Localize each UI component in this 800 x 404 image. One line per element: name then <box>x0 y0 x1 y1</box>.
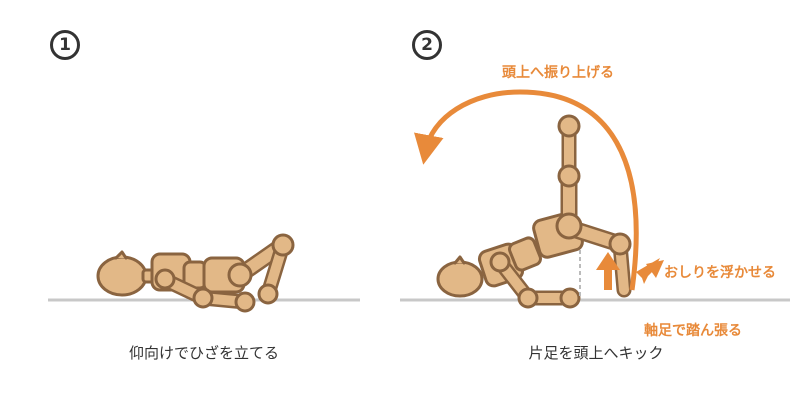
lift-hips-label: おしりを浮かせる <box>664 265 776 281</box>
figure-kick-overhead <box>436 114 632 309</box>
brace-support-leg-label: 軸足で踏ん張る <box>644 323 742 339</box>
knee-joint <box>271 233 295 257</box>
foot <box>257 283 279 305</box>
kick-foot <box>557 114 581 138</box>
head <box>96 255 148 297</box>
hip-lift-arrow <box>596 252 620 290</box>
kick-knee-joint <box>557 164 581 188</box>
shoulder-joint <box>489 251 511 273</box>
shoulder-joint <box>154 268 176 290</box>
elbow-joint <box>192 287 214 309</box>
swing-overhead-label: 頭上へ振り上げる <box>502 65 614 81</box>
step-1-caption: 仰向けでひざを立てる <box>128 344 280 362</box>
head <box>436 260 484 298</box>
elbow-joint <box>517 287 539 309</box>
figure-lying-knees-bent <box>96 233 295 313</box>
hand <box>559 287 581 309</box>
step-number-badge-2: 2 <box>412 30 442 60</box>
swing-arc-arrow <box>414 89 639 291</box>
hand <box>234 291 256 313</box>
step-2-caption: 片足を頭上へキック <box>528 344 664 362</box>
waist <box>508 236 542 272</box>
hip-joint <box>227 262 253 288</box>
support-knee-joint <box>608 232 632 256</box>
head-tuft <box>114 250 128 260</box>
head-tuft <box>453 255 466 265</box>
step-number-badge-1: 1 <box>50 30 80 60</box>
hip-joint <box>555 212 583 240</box>
